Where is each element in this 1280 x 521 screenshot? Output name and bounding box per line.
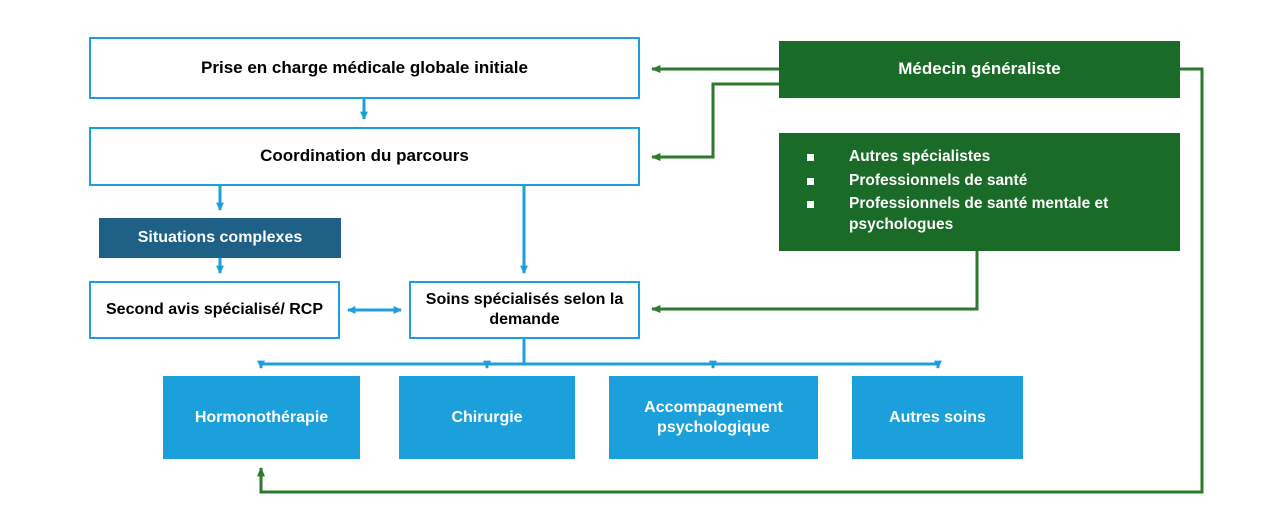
node-prise-en-charge[interactable]: Prise en charge médicale globale initial… (89, 37, 640, 99)
node-label: Accompagnement psychologique (644, 398, 783, 436)
list-item: Professionnels de santé (793, 171, 1170, 192)
node-accompagnement-psychologique[interactable]: Accompagnement psychologique (609, 376, 818, 459)
node-hormonotherapie[interactable]: Hormonothérapie (163, 376, 360, 459)
node-label: Hormonothérapie (194, 408, 329, 426)
list-item: Autres spécialistes (793, 147, 1170, 168)
node-second-avis-specialise-rcp[interactable]: Second avis spécialisé/ RCP (89, 281, 340, 339)
node-label: Second avis spécialisé/ RCP (106, 301, 323, 319)
node-label: Coordination du parcours (260, 146, 469, 166)
list-item-label: Professionnels de santé (849, 171, 1028, 189)
node-label: Soins spécialisés selon la demande (425, 291, 624, 328)
edge-medecin-to-coordination (650, 82, 779, 161)
node-label: Situations complexes (137, 229, 303, 247)
node-autres-soins[interactable]: Autres soins (852, 376, 1023, 459)
node-chirurgie[interactable]: Chirurgie (399, 376, 575, 459)
node-label: Médecin généraliste (898, 59, 1061, 79)
edge-professionnels-to-soins (650, 251, 979, 313)
node-label: Chirurgie (451, 408, 523, 426)
square-bullet-icon (807, 154, 814, 161)
node-label: Prise en charge médicale globale initial… (201, 57, 528, 77)
list-item: Professionnels de santé mentale et psych… (793, 194, 1170, 235)
node-professionnels-list[interactable]: Autres spécialistes Professionnels de sa… (779, 133, 1180, 251)
node-label: Autres soins (889, 408, 986, 426)
list-item-label: Autres spécialistes (849, 148, 991, 165)
professionnels-bullet-list: Autres spécialistes Professionnels de sa… (793, 147, 1170, 238)
node-soins-specialises-selon-la-demande[interactable]: Soins spécialisés selon la demande (409, 281, 640, 339)
node-situations-complexes[interactable]: Situations complexes (99, 218, 341, 258)
node-medecin-generaliste[interactable]: Médecin généraliste (779, 41, 1180, 98)
list-item-label: Professionnels de santé mentale et psych… (849, 195, 1109, 233)
node-coordination-du-parcours[interactable]: Coordination du parcours (89, 127, 640, 186)
square-bullet-icon (807, 201, 814, 209)
square-bullet-icon (807, 177, 814, 185)
